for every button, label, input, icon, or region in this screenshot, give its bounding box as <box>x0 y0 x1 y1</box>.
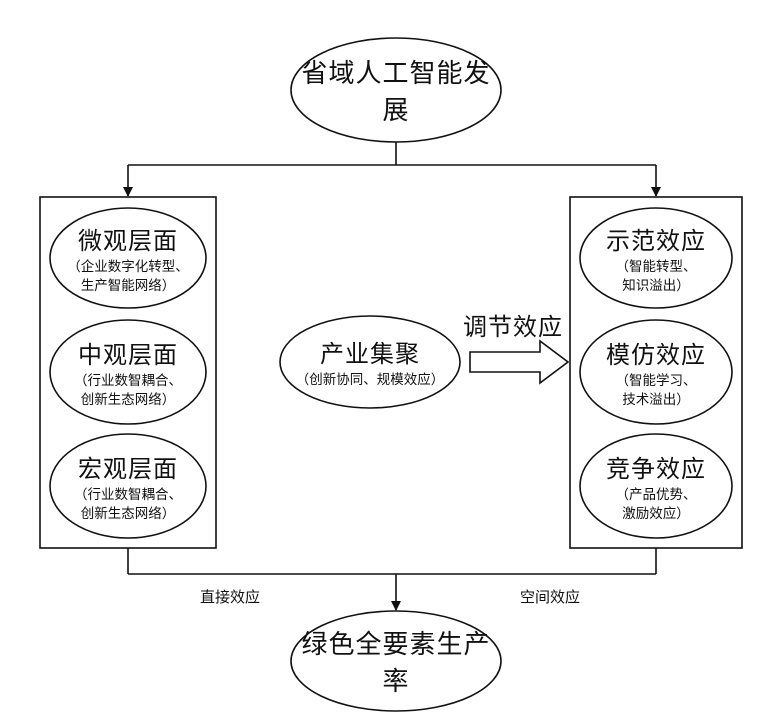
right-item-imitation: 模仿效应 （智能学习、 技术溢出） <box>582 328 730 416</box>
right-item-competition-desc-2: 激励效应） <box>622 505 690 522</box>
left-ellipse-1 <box>49 207 207 309</box>
center-node-subtitle: （创新协同、规模效应） <box>295 372 445 388</box>
right-item-competition-title: 竞争效应 <box>606 454 706 483</box>
left-item-micro: 微观层面 （企业数字化转型、 生产智能网络） <box>52 214 204 302</box>
top-node: 省域人工智能发展 <box>296 59 496 126</box>
right-item-imitation-title: 模仿效应 <box>606 340 706 369</box>
center-ellipse <box>279 315 461 409</box>
left-item-meso: 中观层面 （行业数智耦合、 创新生态网络） <box>52 328 204 416</box>
left-ellipse-3 <box>49 433 207 539</box>
right-ellipse-3 <box>579 433 733 539</box>
left-item-macro-desc-1: （行业数智耦合、 <box>74 486 182 503</box>
center-node-title: 产业集聚 <box>320 340 420 368</box>
left-item-macro: 宏观层面 （行业数智耦合、 创新生态网络） <box>52 442 204 530</box>
right-item-demonstration: 示范效应 （智能转型、 知识溢出） <box>582 214 730 302</box>
spatial-effect-label: 空间效应 <box>520 588 581 606</box>
top-node-title: 省域人工智能发展 <box>301 59 491 126</box>
right-item-competition: 竞争效应 （产品优势、 激励效应） <box>582 442 730 530</box>
direct-effect-label: 直接效应 <box>200 588 261 606</box>
bottom-node: 绿色全要素生产率 <box>296 630 496 697</box>
right-item-imitation-desc-2: 技术溢出） <box>622 391 690 408</box>
left-item-macro-title: 宏观层面 <box>78 454 178 483</box>
bottom-node-ellipse <box>290 610 502 712</box>
left-item-macro-desc-2: 创新生态网络） <box>80 505 176 522</box>
bottom-node-title: 绿色全要素生产率 <box>301 630 491 697</box>
left-item-micro-title: 微观层面 <box>78 226 178 255</box>
left-item-meso-desc-2: 创新生态网络） <box>80 391 176 408</box>
right-ellipse-2 <box>579 319 733 425</box>
left-item-meso-desc-1: （行业数智耦合、 <box>74 372 182 389</box>
moderation-arrow <box>469 339 570 385</box>
left-item-meso-title: 中观层面 <box>78 340 178 369</box>
left-ellipse-2 <box>49 319 207 425</box>
right-item-competition-desc-1: （产品优势、 <box>615 486 697 503</box>
right-item-demonstration-title: 示范效应 <box>606 226 706 255</box>
right-item-imitation-desc-1: （智能学习、 <box>615 372 697 389</box>
left-item-micro-desc-1: （企业数字化转型、 <box>67 258 189 275</box>
moderation-label: 调节效应 <box>463 313 563 341</box>
center-node: 产业集聚 （创新协同、规模效应） <box>284 330 456 394</box>
right-ellipse-1 <box>579 207 733 309</box>
left-item-micro-desc-2: 生产智能网络） <box>80 277 176 294</box>
right-item-demonstration-desc-2: 知识溢出） <box>622 277 690 294</box>
right-item-demonstration-desc-1: （智能转型、 <box>615 258 697 275</box>
